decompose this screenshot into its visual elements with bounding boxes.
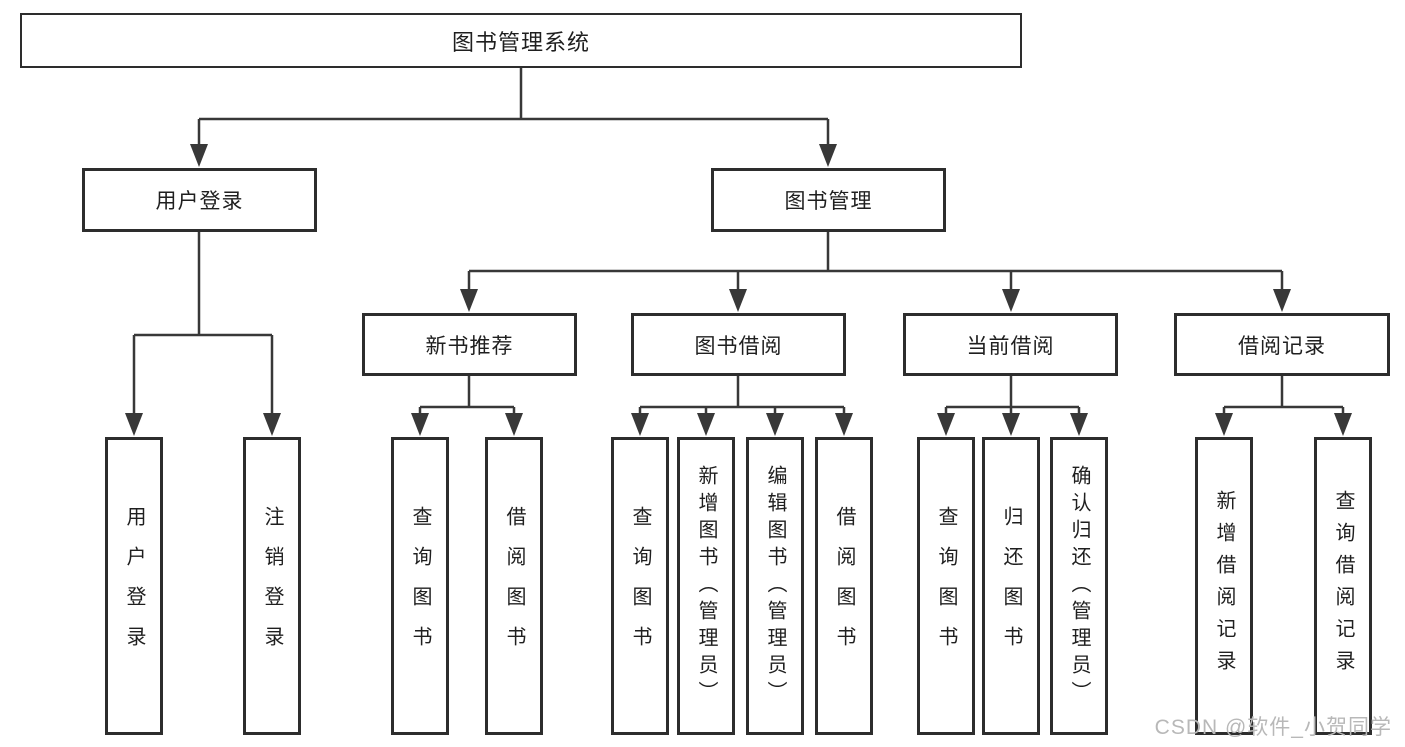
node-label: 新增借阅记录 [1213, 490, 1235, 682]
node-label: 借阅图书 [833, 506, 855, 666]
node-label: 查询图书 [629, 506, 651, 666]
leaf-query-borrow-record: 查询借阅记录 [1314, 437, 1372, 735]
node-label: 查询图书 [935, 506, 957, 666]
node-user-login: 用户登录 [82, 168, 317, 232]
node-label: 用户登录 [123, 506, 145, 666]
leaf-logout: 注销登录 [243, 437, 301, 735]
node-current-borrowing: 当前借阅 [903, 313, 1118, 376]
leaf-query-books-borrowing: 查询图书 [611, 437, 669, 735]
node-label: 新书推荐 [425, 334, 514, 358]
arrowhead [1273, 289, 1291, 312]
csdn-watermark: CSDN @软件_小贺同学 [1154, 716, 1392, 739]
leaf-confirm-return-admin: 确认归还（管理员） [1050, 437, 1108, 735]
leaf-return-books: 归还图书 [982, 437, 1040, 735]
arrowhead [1002, 289, 1020, 312]
node-book-borrowing: 图书借阅 [631, 313, 846, 376]
node-label: 归还图书 [1000, 506, 1022, 666]
arrowhead [1070, 413, 1088, 436]
node-borrowing-records: 借阅记录 [1174, 313, 1390, 376]
leaf-borrow-books-recommend: 借阅图书 [485, 437, 543, 735]
arrowhead [505, 413, 523, 436]
arrowhead [835, 413, 853, 436]
node-label: 图书管理系统 [451, 29, 590, 55]
arrowhead [263, 413, 281, 436]
leaf-user-login: 用户登录 [105, 437, 163, 735]
node-label: 查询借阅记录 [1332, 490, 1354, 682]
arrowhead [1002, 413, 1020, 436]
arrowhead [125, 413, 143, 436]
node-label: 借阅图书 [503, 506, 525, 666]
node-label: 借阅记录 [1238, 334, 1326, 358]
connector-book-borrowing-split [638, 376, 846, 416]
arrowhead [1215, 413, 1233, 436]
arrowhead [460, 289, 478, 312]
connector-new-book-split [418, 376, 516, 416]
connector-user-login-split [132, 232, 274, 416]
leaf-borrow-books-borrowing: 借阅图书 [815, 437, 873, 735]
arrowhead [631, 413, 649, 436]
arrowhead [190, 144, 208, 167]
node-label: 注销登录 [261, 506, 283, 666]
leaf-add-books-admin: 新增图书（管理员） [677, 437, 735, 735]
arrowheads [125, 144, 1352, 436]
arrowhead [766, 413, 784, 436]
node-label: 查询图书 [409, 506, 431, 666]
node-label: 当前借阅 [966, 334, 1055, 358]
arrowhead [819, 144, 837, 167]
node-label: 图书管理 [784, 190, 873, 213]
arrowhead [937, 413, 955, 436]
connector-book-management-split [467, 232, 1284, 293]
arrowhead [411, 413, 429, 436]
arrowhead [1334, 413, 1352, 436]
node-label: 用户登录 [155, 190, 244, 213]
leaf-query-books-current: 查询图书 [917, 437, 975, 735]
connector-current-borrowing-split [944, 376, 1081, 416]
node-label: 新增图书（管理员） [695, 464, 717, 708]
node-new-book-recommend: 新书推荐 [362, 313, 577, 376]
arrowhead [697, 413, 715, 436]
arrowhead [729, 289, 747, 312]
leaf-query-books-recommend: 查询图书 [391, 437, 449, 735]
leaf-add-borrow-record: 新增借阅记录 [1195, 437, 1253, 735]
node-label: 编辑图书（管理员） [764, 464, 786, 708]
node-label: 图书借阅 [694, 334, 783, 358]
node-book-management: 图书管理 [711, 168, 946, 232]
node-system-root: 图书管理系统 [20, 13, 1022, 68]
node-label: 确认归还（管理员） [1068, 464, 1090, 708]
leaf-edit-books-admin: 编辑图书（管理员） [746, 437, 804, 735]
connector-borrowing-records-split [1222, 376, 1345, 416]
connector-root-split [197, 68, 830, 148]
